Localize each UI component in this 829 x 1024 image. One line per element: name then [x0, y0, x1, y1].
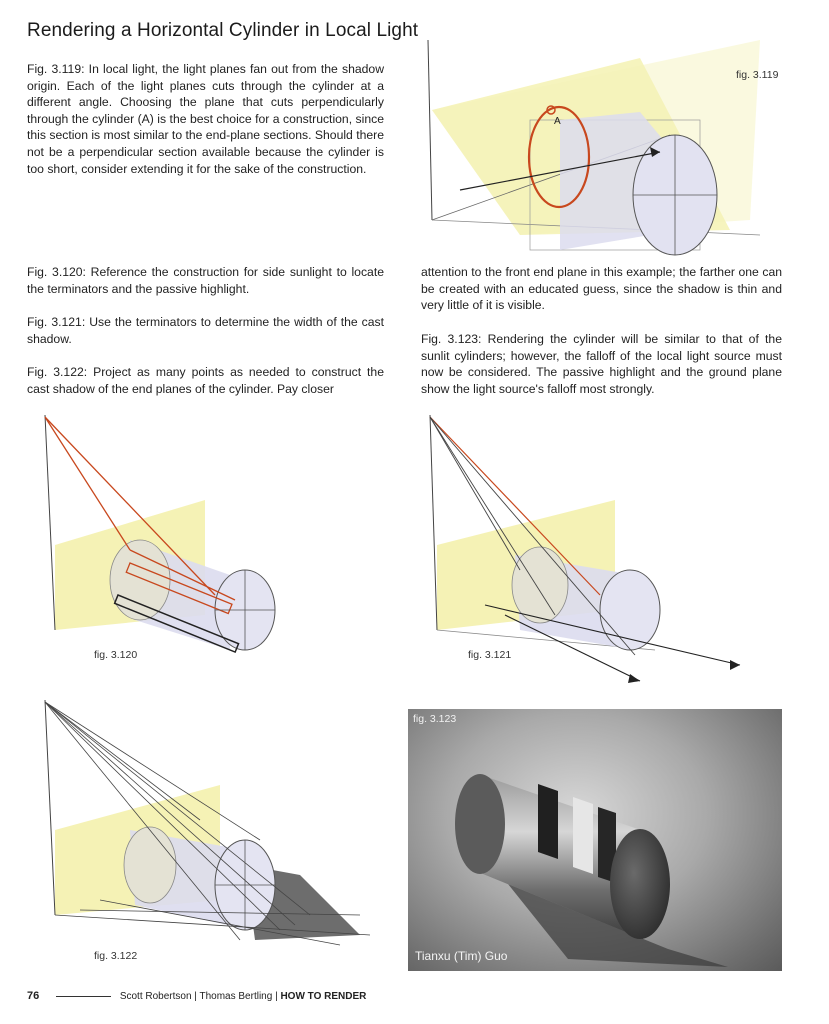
- figure-3-123-rendering: fig. 3.123 Tianxu (Tim) Guo: [408, 709, 782, 971]
- page-number: 76: [27, 990, 39, 1002]
- page-footer: 76 Scott Robertson | Thomas Bertling | H…: [27, 990, 366, 1002]
- footer-rule: [56, 996, 111, 997]
- page-title: Rendering a Horizontal Cylinder in Local…: [27, 20, 418, 42]
- paragraph-fig-3-123: Fig. 3.123: Rendering the cylinder will …: [421, 331, 782, 397]
- rendered-cylinder: [408, 709, 782, 971]
- paragraph-fig-3-119: Fig. 3.119: In local light, the light pl…: [27, 61, 384, 177]
- figure-3-121-illustration: [425, 415, 745, 685]
- footer-book-title: HOW TO RENDER: [280, 991, 366, 1002]
- caption-fig-3-121: fig. 3.121: [468, 649, 511, 661]
- caption-fig-3-120: fig. 3.120: [94, 649, 137, 661]
- paragraph-fig-3-121: Fig. 3.121: Use the terminators to deter…: [27, 314, 384, 347]
- paragraph-fig-3-122: Fig. 3.122: Project as many points as ne…: [27, 364, 384, 397]
- point-a-label: A: [554, 116, 561, 127]
- caption-fig-3-122: fig. 3.122: [94, 950, 137, 962]
- paragraph-fig-3-122-continued: attention to the front end plane in this…: [421, 264, 782, 314]
- figure-3-120-illustration: [40, 415, 280, 655]
- paragraph-fig-3-120: Fig. 3.120: Reference the construction f…: [27, 264, 384, 297]
- figure-3-122-illustration: [40, 700, 390, 950]
- caption-fig-3-119: fig. 3.119: [736, 69, 778, 81]
- footer-authors: Scott Robertson | Thomas Bertling |: [120, 991, 281, 1002]
- artist-credit: Tianxu (Tim) Guo: [415, 949, 507, 963]
- figure-3-119-illustration: A: [420, 40, 780, 260]
- caption-fig-3-123: fig. 3.123: [413, 713, 456, 725]
